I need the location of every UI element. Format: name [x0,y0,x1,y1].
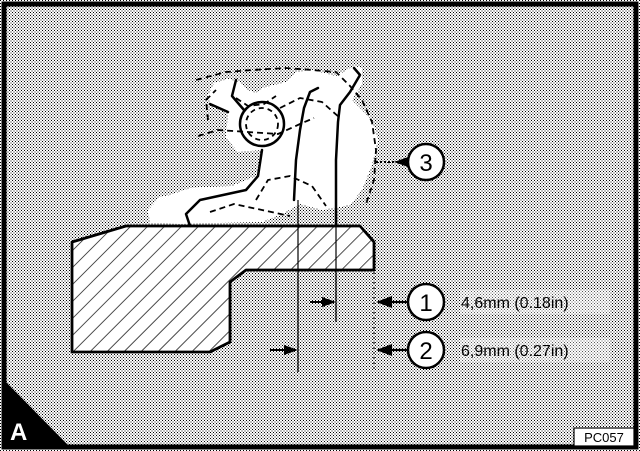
latch-outline-solid [184,66,362,228]
dimension-arrow-2 [270,345,298,355]
dimension-arrow-1 [310,297,336,307]
figure-code: PC057 [584,430,624,445]
callout-2-number: 2 [419,338,432,365]
pivot-circle [238,100,286,148]
callout-1: 1 4,6mm (0.18in) [376,282,610,322]
callout-2: 2 6,9mm (0.27in) [376,330,610,370]
callout-3-number: 3 [419,150,432,177]
callout-1-number: 1 [419,290,432,317]
callout-3: 3 [376,142,446,182]
callout-1-measure: 4,6mm (0.18in) [461,295,569,312]
pivot-circle-dashed [245,107,279,141]
panel-letter-badge: A [4,380,70,447]
callout-2-measure: 6,9mm (0.27in) [461,343,569,360]
figure-code-box: PC057 [573,427,635,447]
panel-letter: A [10,419,27,446]
latch-outline-dashed [195,67,377,217]
